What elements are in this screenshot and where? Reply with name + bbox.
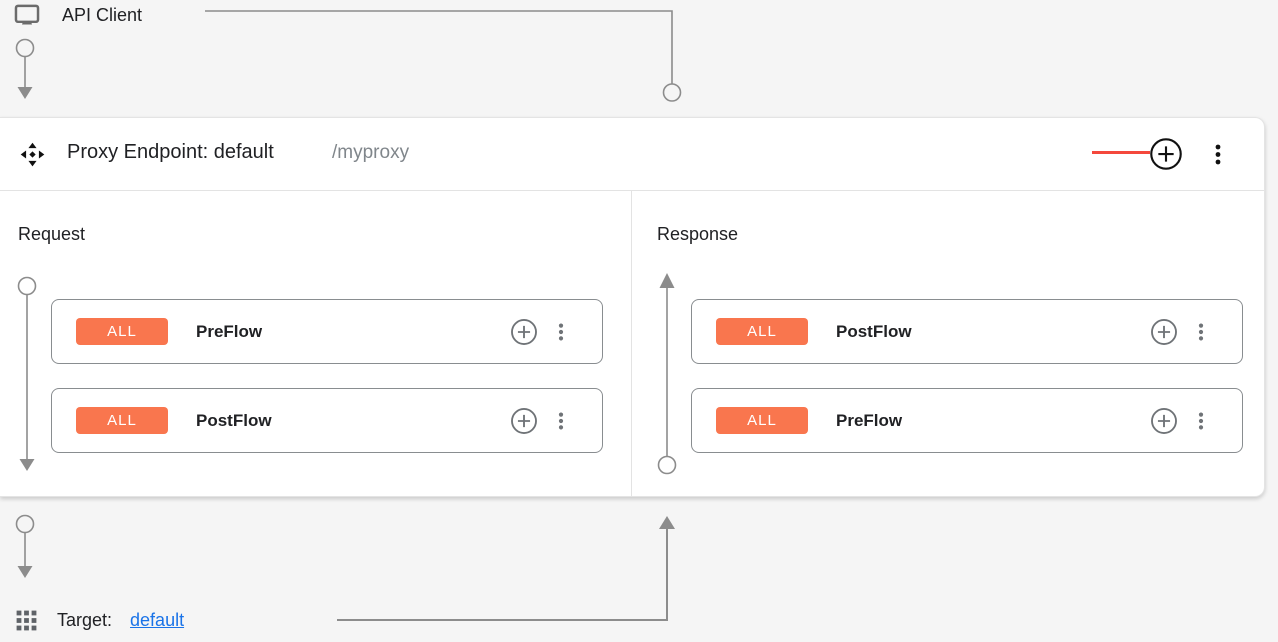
- flow-card-request-preflow[interactable]: ALL PreFlow: [51, 299, 603, 364]
- kebab-menu-icon: [558, 322, 564, 341]
- add-policy-button[interactable]: [1150, 318, 1178, 346]
- proxy-endpoint-menu-button[interactable]: [1206, 139, 1230, 170]
- apps-grid-icon: [16, 610, 37, 631]
- flow-menu-button[interactable]: [550, 318, 572, 346]
- move-icon: [20, 142, 45, 167]
- add-policy-button[interactable]: [510, 318, 538, 346]
- add-policy-button[interactable]: [1150, 407, 1178, 435]
- api-client-label: API Client: [62, 5, 143, 25]
- target-default-link[interactable]: default: [130, 610, 185, 630]
- flow-menu-button[interactable]: [1190, 407, 1212, 435]
- condition-badge: ALL: [716, 407, 808, 434]
- arrow-down-icon: [17, 566, 33, 578]
- arrow-up-icon: [659, 516, 675, 529]
- connector-node: [15, 514, 35, 534]
- flow-name: PreFlow: [196, 321, 263, 341]
- kebab-menu-icon: [1215, 144, 1221, 165]
- response-column-label: Response: [657, 224, 739, 244]
- flow-menu-button[interactable]: [550, 407, 572, 435]
- flow-name: PostFlow: [196, 410, 272, 430]
- kebab-menu-icon: [558, 411, 564, 430]
- add-flow-button[interactable]: [1149, 137, 1183, 171]
- flow-card-request-postflow[interactable]: ALL PostFlow: [51, 388, 603, 453]
- target-endpoint: Target: default: [14, 608, 184, 633]
- flow-menu-button[interactable]: [1190, 318, 1212, 346]
- arrow-down-icon: [17, 87, 33, 99]
- plus-circle-icon: [511, 318, 537, 345]
- request-column-label: Request: [18, 224, 86, 244]
- request-response-divider: [631, 191, 632, 497]
- proxy-basepath: /myproxy: [332, 142, 410, 163]
- plus-circle-icon: [1151, 407, 1177, 434]
- proxy-endpoint-title: Proxy Endpoint: default: [67, 141, 274, 163]
- condition-badge: ALL: [76, 318, 168, 345]
- condition-badge: ALL: [716, 318, 808, 345]
- api-client: API Client: [12, 2, 142, 29]
- target-label: Target:: [57, 610, 113, 630]
- kebab-menu-icon: [1198, 322, 1204, 341]
- connector-apiclient-to-proxy: [205, 10, 673, 84]
- flow-card-response-preflow[interactable]: ALL PreFlow: [691, 388, 1243, 453]
- flow-name: PostFlow: [836, 321, 912, 341]
- add-policy-button[interactable]: [510, 407, 538, 435]
- flow-name: PreFlow: [836, 410, 903, 430]
- connector-node: [662, 83, 682, 102]
- connector-target-to-response: [337, 528, 668, 621]
- annotation-pointer-line: [1092, 151, 1150, 154]
- kebab-menu-icon: [1198, 411, 1204, 430]
- connector-node: [15, 38, 35, 58]
- plus-circle-icon: [1151, 318, 1177, 345]
- plus-circle-icon: [1150, 138, 1182, 170]
- proxy-endpoint-header: Proxy Endpoint: default /myproxy: [0, 118, 1264, 191]
- plus-circle-icon: [511, 407, 537, 434]
- condition-badge: ALL: [76, 407, 168, 434]
- monitor-icon: [14, 4, 40, 25]
- flow-card-response-postflow[interactable]: ALL PostFlow: [691, 299, 1243, 364]
